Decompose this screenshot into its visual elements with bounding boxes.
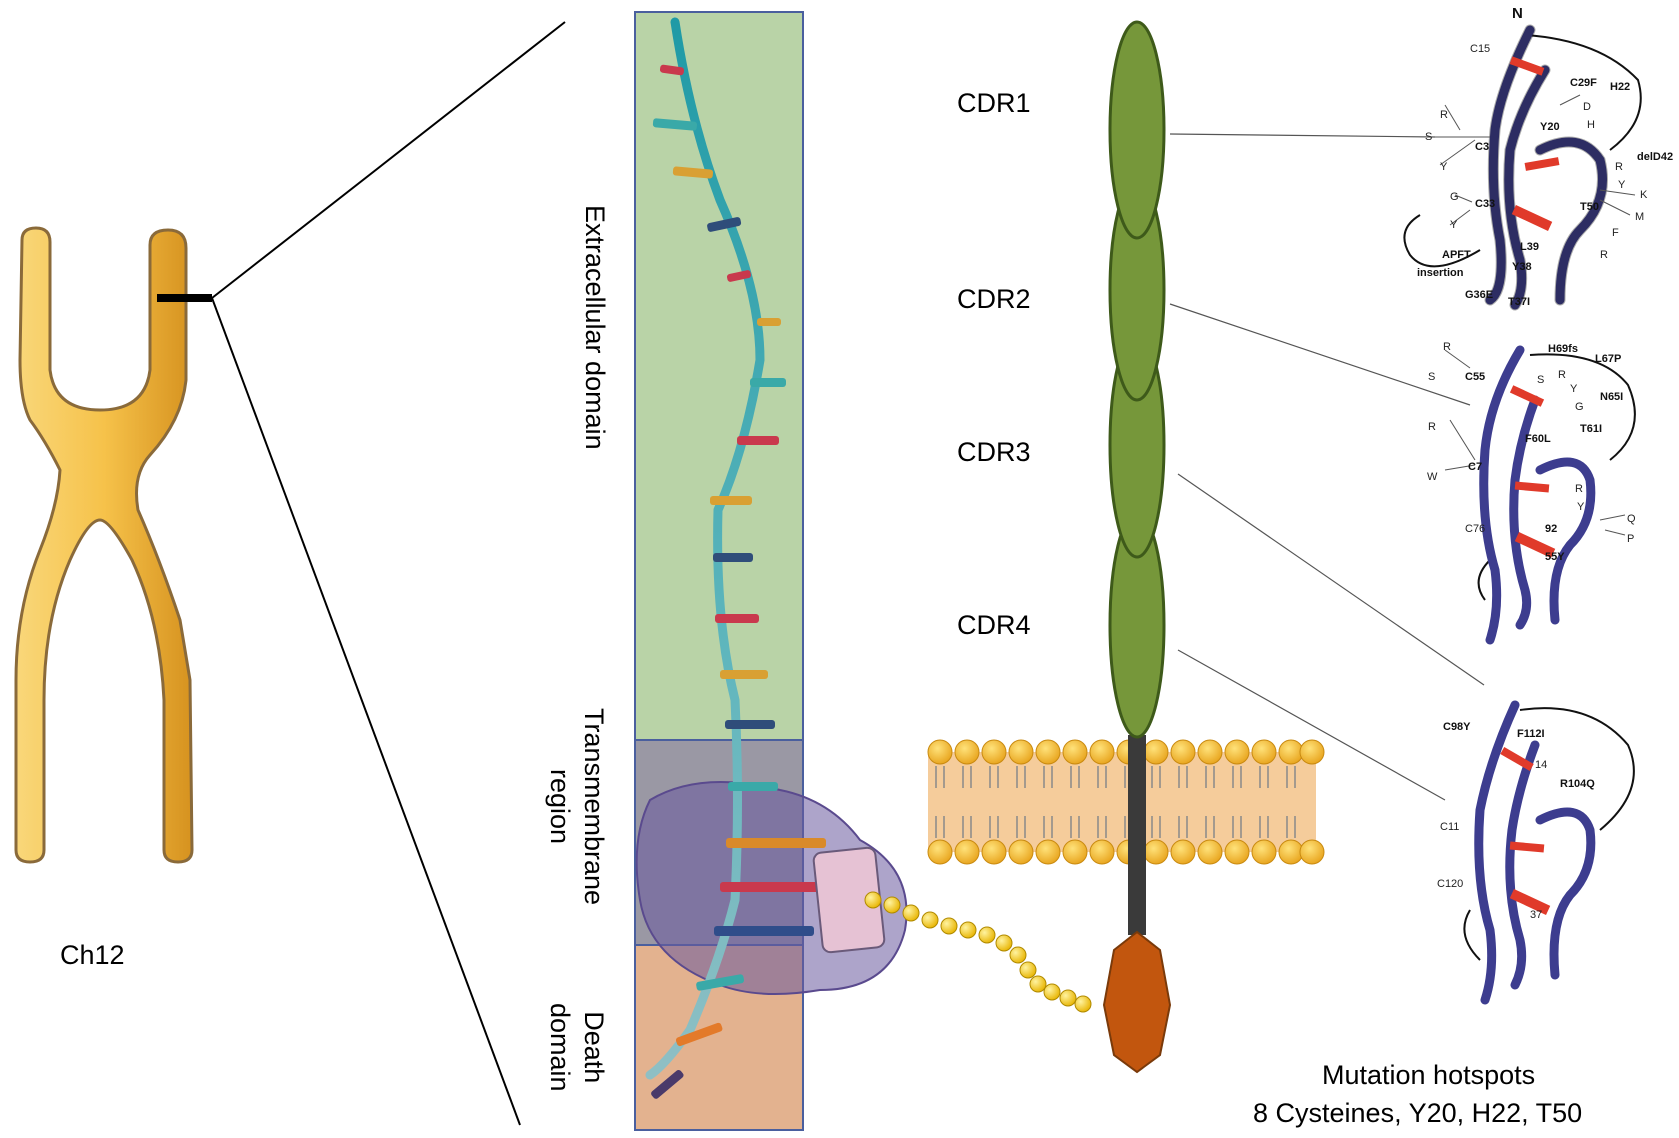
svg-text:R: R — [1443, 341, 1451, 353]
bead-chain — [864, 891, 1092, 1013]
svg-text:Y: Y — [1570, 383, 1578, 395]
cdr-connectors — [1169, 133, 1485, 801]
svg-text:R: R — [1615, 161, 1623, 173]
cdr3-label: CDR3 — [957, 437, 1031, 467]
svg-text:R: R — [1440, 109, 1448, 121]
cdr1-label: CDR1 — [957, 88, 1031, 118]
svg-text:C29F: C29F — [1570, 77, 1597, 89]
transmembrane-line-2: region — [545, 769, 575, 845]
domain-panel — [634, 11, 1092, 1131]
svg-text:C3: C3 — [1475, 141, 1489, 153]
svg-text:R: R — [1600, 249, 1608, 261]
svg-text:55Y: 55Y — [1545, 551, 1565, 563]
svg-text:Y38: Y38 — [1512, 261, 1532, 273]
svg-text:S: S — [1428, 371, 1435, 383]
svg-text:C15: C15 — [1470, 43, 1490, 55]
zoom-line-bottom — [211, 297, 521, 1126]
protein-backbone — [645, 17, 765, 1080]
svg-text:C33: C33 — [1475, 198, 1495, 210]
svg-text:M: M — [1635, 211, 1644, 223]
cdr4-label: CDR4 — [957, 610, 1031, 640]
extracellular-domain-label: Extracellular domain — [580, 205, 610, 450]
svg-text:S: S — [1537, 374, 1544, 386]
membrane-bilayer — [927, 739, 1325, 865]
svg-text:C7: C7 — [1468, 461, 1482, 473]
svg-text:K: K — [1640, 189, 1648, 201]
zoom-line-top — [211, 21, 566, 299]
cdr2-label: CDR2 — [957, 284, 1031, 314]
svg-text:L39: L39 — [1520, 241, 1539, 253]
svg-text:C120: C120 — [1437, 878, 1463, 890]
death-line-2: domain — [545, 1003, 575, 1092]
svg-text:T37I: T37I — [1508, 296, 1530, 308]
svg-text:14: 14 — [1535, 759, 1547, 771]
svg-text:Y: Y — [1577, 501, 1585, 513]
svg-text:F112I: F112I — [1517, 728, 1545, 740]
death-domain-shape — [1102, 930, 1172, 1074]
chromosome-12 — [14, 226, 212, 864]
svg-text:R: R — [1558, 369, 1566, 381]
transmembrane-region-label: Transmembrane region — [543, 708, 611, 905]
death-domain-label: Death domain — [543, 1003, 611, 1092]
svg-text:R: R — [1575, 483, 1583, 495]
death-line-1: Death — [579, 1011, 609, 1084]
transmembrane-stalk — [1128, 735, 1146, 935]
svg-text:H: H — [1587, 119, 1595, 131]
chromosome-label: Ch12 — [60, 940, 125, 970]
svg-text:G: G — [1575, 401, 1584, 413]
svg-text:insertion: insertion — [1417, 267, 1464, 279]
svg-text:Y: Y — [1618, 179, 1626, 191]
svg-text:Q: Q — [1627, 513, 1636, 525]
svg-text:N65I: N65I — [1600, 391, 1623, 403]
svg-text:R: R — [1428, 421, 1436, 433]
structure-cdr1: N C15 C29F H22 Y20 D H R S Y R C3 delD42… — [1403, 5, 1673, 311]
receptor — [1102, 20, 1172, 1074]
svg-text:C11: C11 — [1440, 821, 1459, 833]
svg-text:delD42: delD42 — [1637, 151, 1673, 163]
svg-text:F60L: F60L — [1525, 433, 1551, 445]
svg-text:H22: H22 — [1610, 81, 1630, 93]
svg-text:H69fs: H69fs — [1548, 343, 1578, 355]
svg-text:T50: T50 — [1580, 201, 1599, 213]
svg-text:W: W — [1427, 471, 1438, 483]
svg-text:Y: Y — [1450, 219, 1458, 231]
residue-rungs — [651, 64, 826, 1099]
structure-cdr4: C98Y F112I 14 R104Q C11 C120 37 — [1437, 700, 1635, 1005]
svg-text:R104Q: R104Q — [1560, 778, 1595, 790]
svg-text:P: P — [1627, 533, 1634, 545]
svg-text:L67P: L67P — [1595, 353, 1621, 365]
hotspots-subtitle: 8 Cysteines, Y20, H22, T50 — [1253, 1098, 1583, 1128]
svg-text:C55: C55 — [1465, 371, 1485, 383]
svg-text:D: D — [1583, 101, 1591, 113]
svg-text:T61I: T61I — [1580, 423, 1602, 435]
svg-text:N: N — [1512, 5, 1523, 22]
svg-text:G36E: G36E — [1465, 289, 1493, 301]
svg-text:92: 92 — [1545, 523, 1557, 535]
hotspots-title: Mutation hotspots — [1322, 1060, 1536, 1090]
svg-text:37: 37 — [1530, 909, 1542, 921]
svg-text:APFT: APFT — [1442, 249, 1471, 261]
structure-cdr2: R S C55 H69fs L67P S R Y G N65I F60L T61… — [1427, 341, 1636, 645]
svg-text:S: S — [1425, 131, 1432, 143]
cdr1-domain — [1108, 20, 1166, 240]
svg-text:Y20: Y20 — [1540, 121, 1560, 133]
transmembrane-line-1: Transmembrane — [579, 708, 609, 906]
svg-text:C98Y: C98Y — [1443, 721, 1471, 733]
svg-text:C76: C76 — [1465, 523, 1485, 535]
svg-text:Y: Y — [1440, 161, 1448, 173]
svg-text:G: G — [1450, 191, 1459, 203]
svg-text:F: F — [1612, 227, 1619, 239]
